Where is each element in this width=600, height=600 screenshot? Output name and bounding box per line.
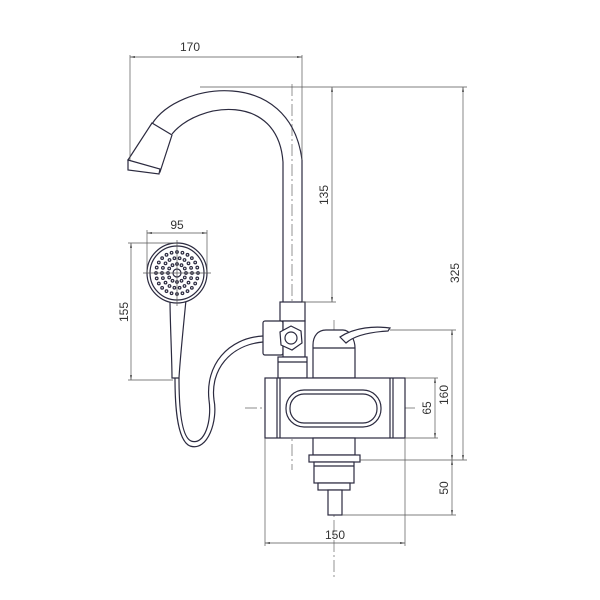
nozzle-dot xyxy=(195,276,200,281)
dim-50: 50 xyxy=(437,481,451,495)
nozzle-dot xyxy=(193,260,198,265)
hand-shower xyxy=(143,240,264,448)
nozzle-dot xyxy=(169,250,174,255)
shower-hose xyxy=(174,341,264,448)
nozzle-dot xyxy=(179,263,184,268)
nozzle-dot xyxy=(189,276,193,281)
nozzle-dot xyxy=(156,260,161,265)
nozzle-dot xyxy=(182,266,187,271)
nozzle-dot xyxy=(189,285,194,290)
nozzle-dot xyxy=(195,265,200,270)
nozzle-dot xyxy=(189,265,193,270)
mixer-handle xyxy=(312,326,392,379)
nozzle-dot xyxy=(177,285,182,290)
nozzle-dot xyxy=(172,256,177,261)
nozzle-dot xyxy=(160,256,165,261)
nozzle-dot xyxy=(170,278,175,283)
nozzle-dot xyxy=(156,281,161,286)
nozzle-dot xyxy=(186,261,191,266)
diverter-valve xyxy=(262,301,308,379)
nozzle-dot xyxy=(182,275,187,280)
nozzle-dot xyxy=(164,252,169,257)
nozzle-dot xyxy=(185,289,190,294)
dimensions: 170 135 325 95 155 65 160 50 150 xyxy=(117,40,467,546)
dim-135: 135 xyxy=(317,185,331,205)
dim-325: 325 xyxy=(448,263,462,283)
dim-150: 150 xyxy=(325,528,345,542)
nozzle-dot xyxy=(182,258,187,262)
nozzle-dot xyxy=(163,261,168,266)
nozzle-dot xyxy=(163,280,168,285)
nozzle-dot xyxy=(167,266,172,271)
nozzle-dot xyxy=(167,284,172,288)
nozzle-dot xyxy=(180,291,185,296)
nozzle-dot xyxy=(189,256,194,261)
dim-155: 155 xyxy=(117,302,131,322)
nozzle-dot xyxy=(170,263,175,268)
nozzle-dot xyxy=(179,278,184,283)
nozzle-dot xyxy=(180,250,185,255)
nozzle-dot xyxy=(160,285,165,290)
nozzle-dot xyxy=(161,265,165,270)
nozzle-dot xyxy=(193,281,198,286)
nozzle-dot xyxy=(182,284,187,288)
nozzle-dot xyxy=(167,275,172,280)
dim-95: 95 xyxy=(170,218,184,232)
nozzle-dot xyxy=(185,252,190,257)
nozzle-dot xyxy=(154,276,159,281)
dim-65: 65 xyxy=(420,401,434,415)
connector xyxy=(308,437,361,516)
dim-160: 160 xyxy=(437,385,451,405)
nozzle-dot xyxy=(161,276,165,281)
nozzle-dot xyxy=(169,291,174,296)
nozzle-dot xyxy=(186,280,191,285)
heater-body xyxy=(264,377,406,439)
nozzle-dot xyxy=(154,265,159,270)
nozzle-dot xyxy=(164,289,169,294)
dim-170: 170 xyxy=(180,40,200,54)
nozzle-dot xyxy=(177,256,182,261)
nozzle-dot xyxy=(172,285,177,290)
nozzle-dot xyxy=(167,258,172,262)
spout xyxy=(127,90,303,302)
